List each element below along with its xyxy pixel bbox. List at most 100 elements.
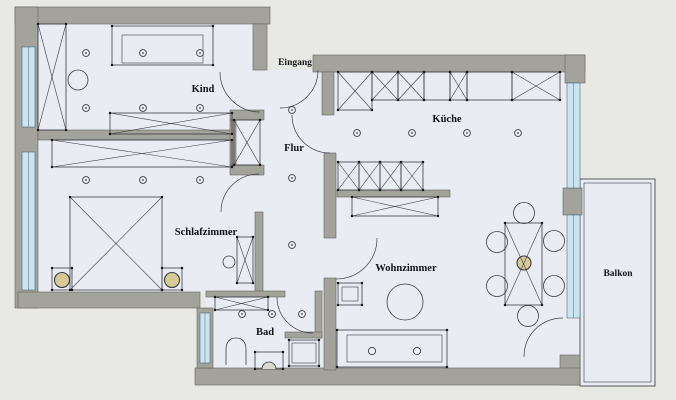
corner-dot xyxy=(230,132,234,136)
corner-dot xyxy=(281,367,285,371)
x-brace xyxy=(37,23,67,131)
corner-dot xyxy=(70,266,74,270)
washbasin xyxy=(261,361,277,370)
x-brace xyxy=(400,161,424,191)
corner-dot xyxy=(436,214,440,218)
corner-dot xyxy=(251,235,255,239)
balcony-floor xyxy=(579,178,656,387)
corner-dot xyxy=(421,188,425,192)
ceiling-light-center xyxy=(301,313,303,315)
corner-dot xyxy=(68,288,72,292)
corner-dot xyxy=(281,350,285,354)
wall-segment-13 xyxy=(229,119,237,166)
room-label-flur: Flur xyxy=(284,143,304,154)
nightstand-right xyxy=(161,267,183,291)
corner-dot xyxy=(336,70,340,74)
dining-chair-left-2 xyxy=(486,275,508,297)
ceiling-light-center xyxy=(271,313,273,315)
x-brace xyxy=(236,236,254,284)
corner-dot xyxy=(64,22,68,26)
corner-dot xyxy=(258,118,262,122)
kind-chair xyxy=(67,69,89,91)
corner-dot xyxy=(211,63,215,67)
shower-tray-inner xyxy=(291,342,317,364)
corner-dot xyxy=(448,70,452,74)
x-brace xyxy=(214,296,269,311)
corner-dot xyxy=(235,235,239,239)
x-brace xyxy=(371,71,399,101)
wall-segment-2 xyxy=(252,23,268,71)
dining-table xyxy=(504,222,543,306)
corner-dot xyxy=(211,24,215,28)
corner-dot xyxy=(266,295,270,299)
corner-dot xyxy=(558,70,562,74)
x-brace xyxy=(109,112,233,135)
room-label-schlafzimmer: Schlafzimmer xyxy=(175,227,238,238)
ceiling-light-center xyxy=(199,52,201,54)
floor-kueche-wohnzimmer xyxy=(334,72,580,368)
balcony-railing-inner-line xyxy=(583,182,652,383)
corner-dot xyxy=(436,195,440,199)
ceiling-light-center xyxy=(142,52,144,54)
x-brace xyxy=(511,71,561,101)
corner-dot xyxy=(540,303,544,307)
corner-dot xyxy=(70,288,74,292)
corner-dot xyxy=(36,22,40,26)
corner-dot xyxy=(110,63,114,67)
corner-dot xyxy=(370,98,374,102)
corner-dot xyxy=(445,328,449,332)
ceiling-light-center xyxy=(517,132,519,134)
door-balkon xyxy=(523,317,564,358)
corner-dot xyxy=(232,118,236,122)
door-bad xyxy=(276,296,314,334)
corner-dot xyxy=(287,364,291,368)
kind-bed-inner xyxy=(121,34,204,64)
wall-segment-17 xyxy=(323,277,337,371)
shower-tray xyxy=(288,339,320,367)
corner-dot xyxy=(108,132,112,136)
dining-chair-top xyxy=(513,202,535,224)
corner-dot xyxy=(370,108,374,112)
corner-dot xyxy=(503,303,507,307)
room-label-eingang: Eingang xyxy=(278,58,312,68)
corner-dot xyxy=(230,165,234,169)
corner-dot xyxy=(399,188,403,192)
corner-dot xyxy=(213,308,217,312)
corner-dot xyxy=(445,365,449,369)
wall-segment-4 xyxy=(564,54,586,84)
wall-segment-0 xyxy=(14,6,271,25)
ceiling-light-center xyxy=(199,107,201,109)
wall-segment-18 xyxy=(205,290,286,298)
corner-dot xyxy=(360,281,364,285)
sofa-outline xyxy=(336,329,448,368)
corner-dot xyxy=(110,24,114,28)
nightstand-left xyxy=(51,267,73,291)
corner-dot xyxy=(510,98,514,102)
corner-dot xyxy=(317,364,321,368)
corner-dot xyxy=(68,195,72,199)
x-brace xyxy=(69,196,163,291)
bad-cabinet xyxy=(214,296,269,311)
corner-dot xyxy=(232,163,236,167)
ceiling-light-center xyxy=(411,132,413,134)
corner-dot xyxy=(335,328,339,332)
wall-segment-3 xyxy=(312,54,586,73)
corner-dot xyxy=(350,195,354,199)
corner-dot xyxy=(378,188,382,192)
x-brace xyxy=(233,119,261,166)
dining-chair-right-2 xyxy=(543,275,565,297)
corner-dot xyxy=(50,165,54,169)
corner-dot xyxy=(50,266,54,270)
ceiling-light-center xyxy=(85,52,87,54)
kitchen-lower-cabinet xyxy=(351,196,439,217)
room-label-bad: Bad xyxy=(256,327,274,338)
corner-dot xyxy=(235,281,239,285)
x-brace xyxy=(337,71,373,111)
dining-chair-bottom xyxy=(517,305,539,327)
room-label-balkon: Balkon xyxy=(603,269,633,279)
corner-dot xyxy=(465,70,469,74)
corner-dot xyxy=(266,308,270,312)
wall-segment-21 xyxy=(336,189,451,198)
corner-dot xyxy=(253,350,257,354)
